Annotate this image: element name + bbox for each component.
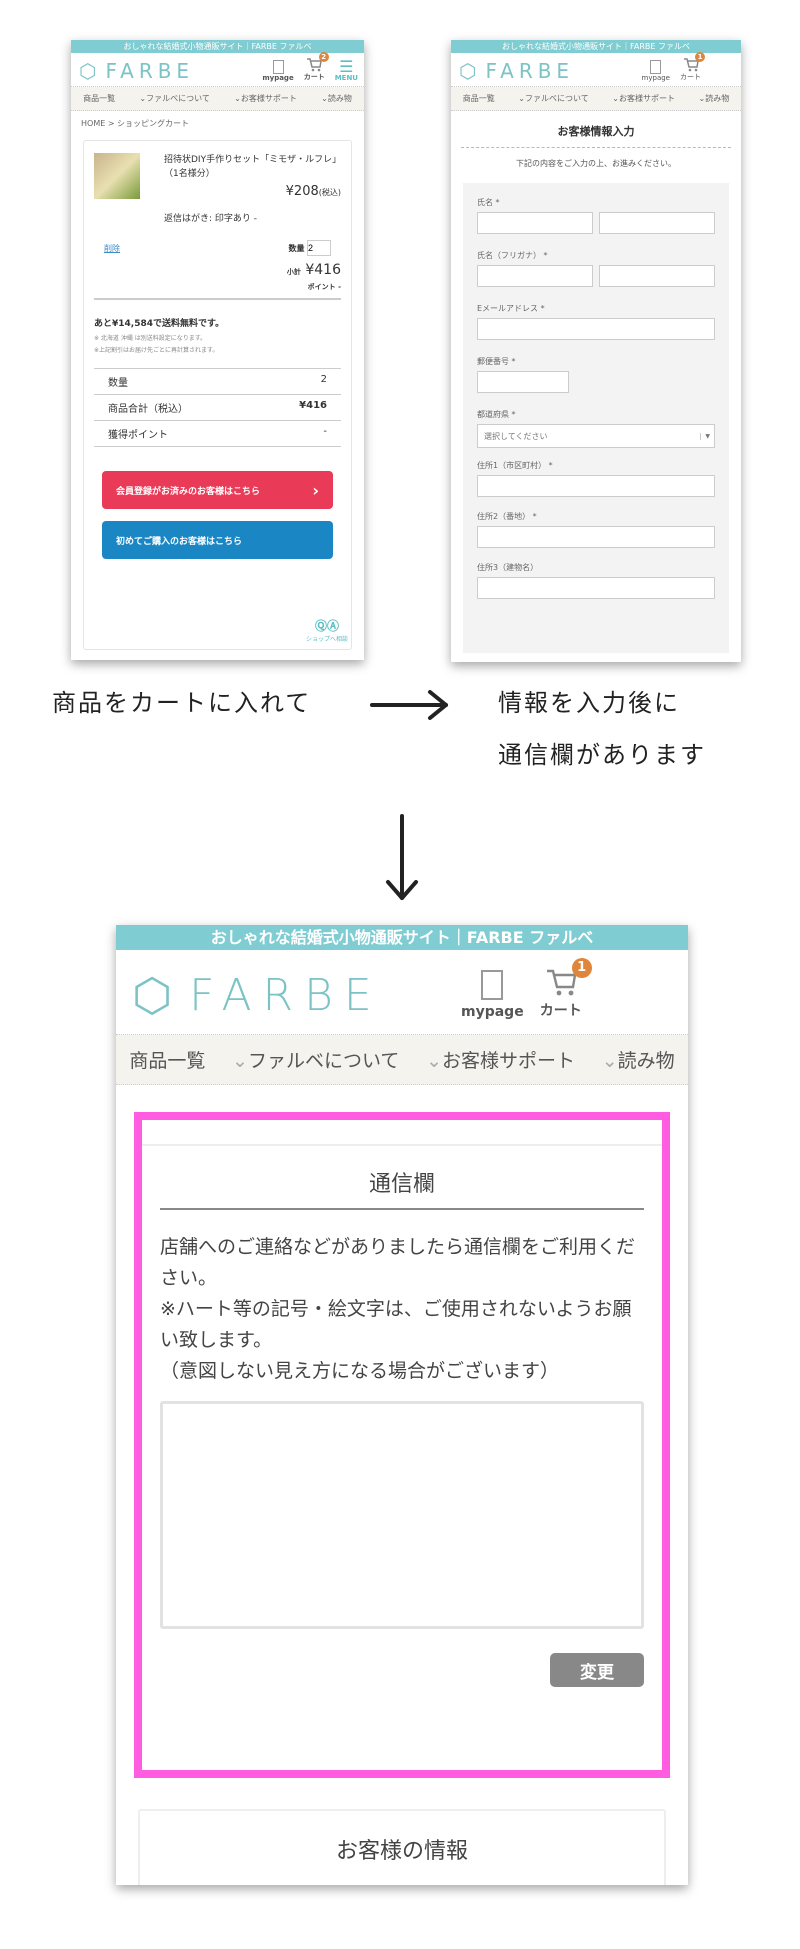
nav-reading[interactable]: ⌄読み物 xyxy=(321,94,352,103)
email-input[interactable] xyxy=(477,318,715,340)
subtotal: ¥416 xyxy=(305,262,341,278)
menu-button[interactable]: ☰MENU xyxy=(334,57,358,83)
customer-info-screenshot: おしゃれな結婚式小物通販サイト｜FARBE ファルベ ⬡FARBE mypage… xyxy=(451,40,741,662)
summary-row: 獲得ポイント- xyxy=(94,421,341,447)
customer-info-title: お客様の情報 xyxy=(335,1839,468,1864)
mypage-link[interactable]: mypage xyxy=(461,970,524,1020)
cart-badge: 1 xyxy=(571,958,592,978)
prefecture-select[interactable]: 選択してください▼ xyxy=(477,424,715,448)
comment-card: 通信欄 店舗へのご連絡などがありましたら通信欄をご利用ください。 ※ハート等の記… xyxy=(142,1144,662,1770)
caption-step2-line1: 情報を入力後に xyxy=(498,689,680,717)
free-shipping-text: あと¥14,584で送料無料です。 xyxy=(94,319,225,329)
logo-hexagon-icon: ⬡ xyxy=(79,59,102,83)
summary-row: 商品合計（税込）¥416 xyxy=(94,395,341,421)
nav-products[interactable]: 商品一覧 xyxy=(462,94,495,103)
comment-note: ※ハート等の記号・絵文字は、ご使用されないようお願い致します。 xyxy=(160,1298,632,1351)
customer-info-card: お客様の情報 xyxy=(138,1809,666,1885)
first-name-input[interactable] xyxy=(599,212,715,234)
comment-highlight-box: 通信欄 店舗へのご連絡などがありましたら通信欄をご利用ください。 ※ハート等の記… xyxy=(134,1112,670,1778)
customer-form: 氏名 * 氏名（フリガナ） * Eメールアドレス * 郵便番号 * 都道府県 *… xyxy=(463,183,729,653)
cart-link[interactable]: 1 カート xyxy=(540,958,592,1020)
product-option: 返信はがき: 印字あり - xyxy=(164,214,258,224)
comment-section-title: 通信欄 xyxy=(160,1146,644,1210)
nav-products[interactable]: 商品一覧 xyxy=(129,1050,206,1072)
cart-badge: 1 xyxy=(695,52,705,62)
product-name[interactable]: 招待状DIY手作りセット「ミモザ・ルフレ」（1名様分） xyxy=(164,155,337,179)
logo: ⬡FARBE xyxy=(132,968,383,1022)
first-purchase-button[interactable]: 初めてご購入のお客様はこちら xyxy=(102,521,333,559)
last-name-kana-input[interactable] xyxy=(477,265,593,287)
nav-reading[interactable]: ⌄読み物 xyxy=(601,1050,675,1072)
chevron-right-icon: › xyxy=(312,480,319,500)
breadcrumb[interactable]: HOME > ショッピングカート xyxy=(81,119,190,128)
hamburger-icon: ☰ xyxy=(339,57,354,76)
cart-link[interactable]: 1 カート xyxy=(680,52,705,82)
comment-instruction: 店舗へのご連絡などがありましたら通信欄をご利用ください。 xyxy=(160,1236,636,1289)
comment-textarea[interactable] xyxy=(160,1401,644,1629)
change-button[interactable]: 変更 xyxy=(550,1653,644,1687)
delete-link[interactable]: 削除 xyxy=(104,243,120,253)
nav-about[interactable]: ⌄ファルベについて xyxy=(232,1050,400,1072)
first-name-kana-input[interactable] xyxy=(599,265,715,287)
product-price: ¥208 xyxy=(285,184,319,199)
cart-icon xyxy=(546,969,577,996)
quantity-input[interactable] xyxy=(307,240,331,256)
cart-screenshot: おしゃれな結婚式小物通販サイト｜FARBE ファルベ ⬡FARBE mypage… xyxy=(71,40,364,660)
caption-step2-line2: 通信欄があります xyxy=(498,741,706,769)
nav-about[interactable]: ⌄ファルベについて xyxy=(518,94,589,103)
caption-step1: 商品をカートに入れて xyxy=(52,689,312,717)
nav-support[interactable]: ⌄お客様サポート xyxy=(612,94,675,103)
address2-input[interactable] xyxy=(477,526,715,548)
product-image xyxy=(94,153,140,199)
dropdown-caret-icon: ▼ xyxy=(700,432,714,440)
site-banner: おしゃれな結婚式小物通販サイト｜FARBE ファルベ xyxy=(71,40,364,53)
logo: ⬡FARBE xyxy=(79,59,195,83)
page-title: お客様情報入力 xyxy=(461,123,731,148)
logo-hexagon-icon: ⬡ xyxy=(459,59,482,83)
mypage-link[interactable]: mypage xyxy=(642,60,670,82)
cart-card: 招待状DIY手作りセット「ミモザ・ルフレ」（1名様分） ¥208(税込) 返信は… xyxy=(83,140,352,650)
postal-code-input[interactable] xyxy=(477,371,569,393)
comment-note-paren: （意図しない見え方になる場合がございます） xyxy=(160,1360,560,1382)
last-name-input[interactable] xyxy=(477,212,593,234)
nav-support[interactable]: ⌄お客様サポート xyxy=(234,94,297,103)
nav-about[interactable]: ⌄ファルベについて xyxy=(139,94,210,103)
nav-products[interactable]: 商品一覧 xyxy=(83,94,116,103)
mypage-icon xyxy=(650,60,662,74)
cart-icon xyxy=(683,58,699,72)
cart-link[interactable]: 2 カート xyxy=(304,52,329,82)
comment-screenshot: おしゃれな結婚式小物通販サイト｜FARBE ファルベ ⬡FARBE mypage… xyxy=(116,925,688,1885)
member-login-button[interactable]: 会員登録がお済みのお客様はこちら› xyxy=(102,471,333,509)
mypage-icon xyxy=(481,970,504,1000)
address3-input[interactable] xyxy=(477,577,715,599)
logo-hexagon-icon: ⬡ xyxy=(132,968,184,1022)
cart-icon xyxy=(307,58,323,72)
mypage-link[interactable]: mypage xyxy=(262,60,294,82)
arrow-right-icon xyxy=(370,690,448,720)
arrow-down-icon xyxy=(386,814,418,900)
logo: ⬡FARBE xyxy=(459,59,575,83)
nav-support[interactable]: ⌄お客様サポート xyxy=(426,1050,576,1072)
mypage-icon xyxy=(272,60,284,74)
address1-input[interactable] xyxy=(477,475,715,497)
qa-bubble-icon: ⓆⒶ xyxy=(314,619,339,633)
nav-reading[interactable]: ⌄読み物 xyxy=(698,94,730,103)
cart-badge: 2 xyxy=(318,52,329,62)
